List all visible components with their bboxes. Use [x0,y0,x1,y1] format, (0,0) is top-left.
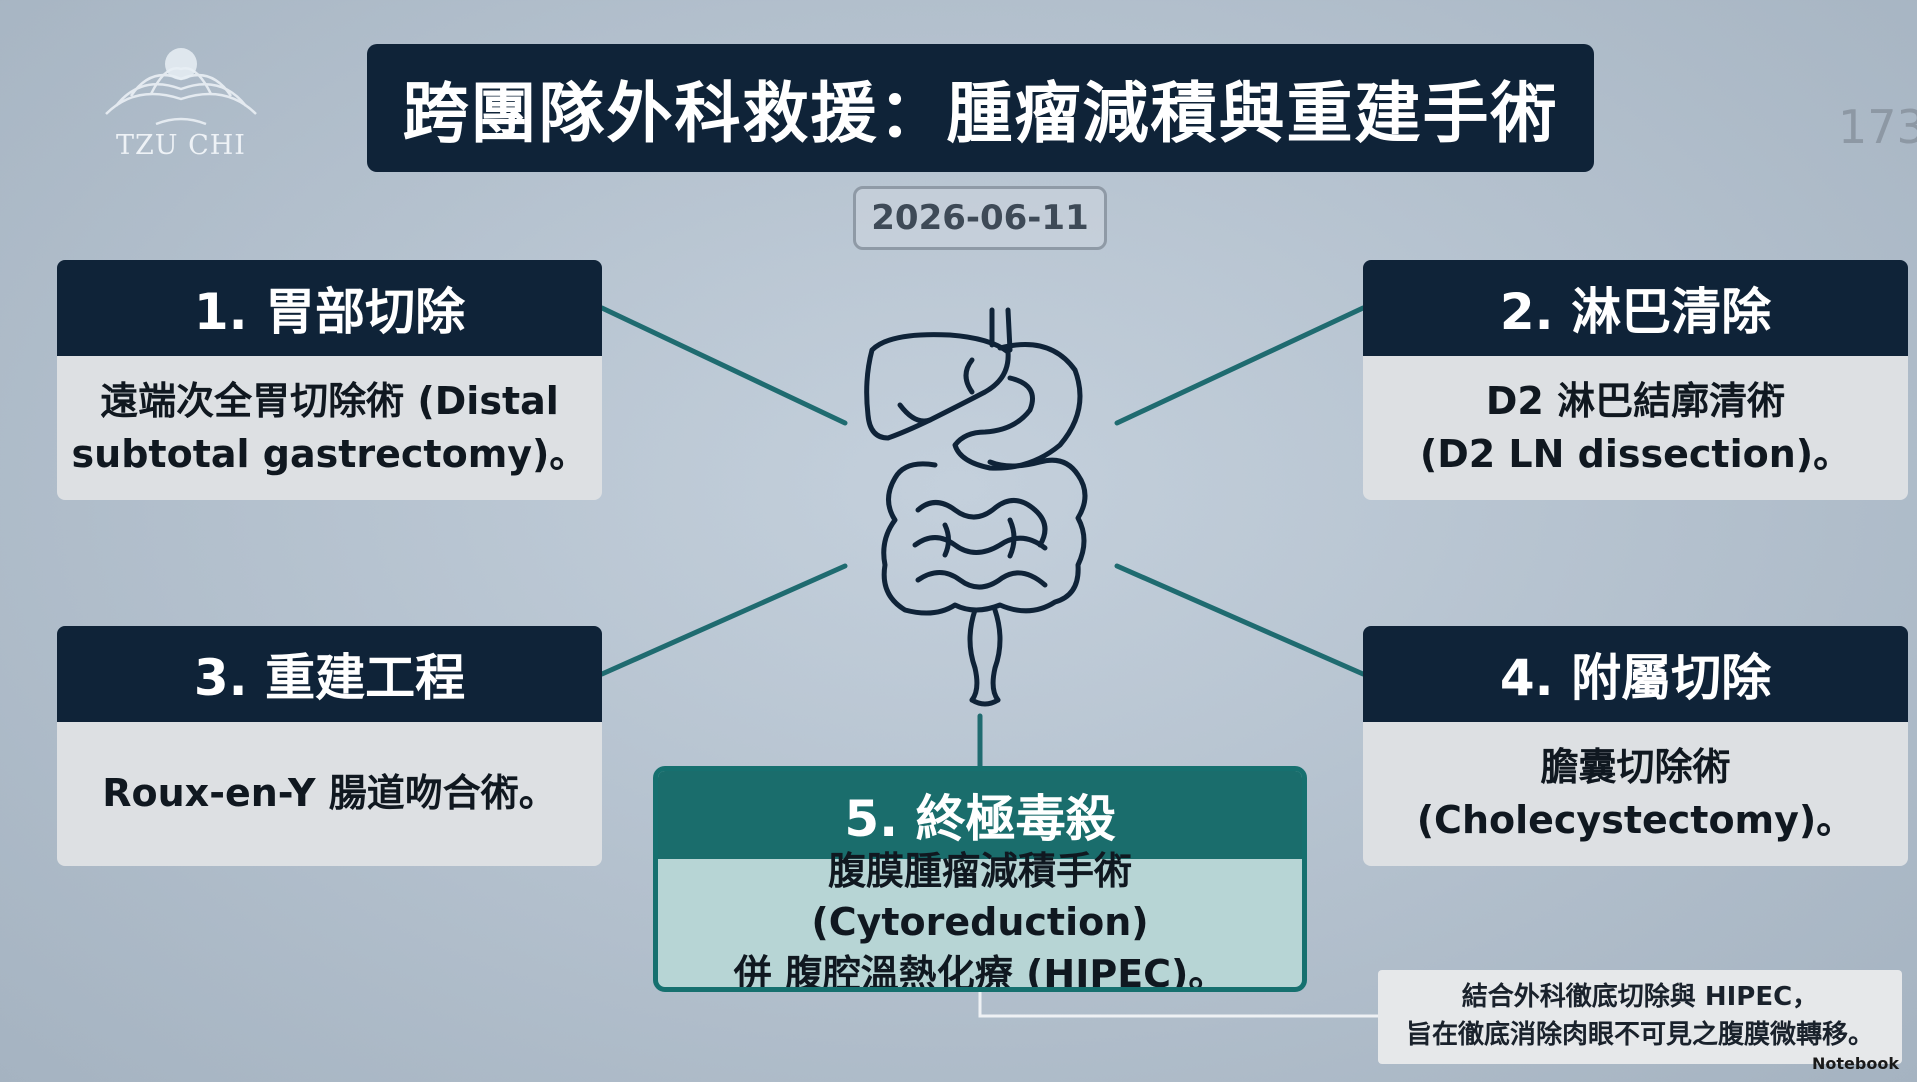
step-card-2: 2. 淋巴清除 D2 淋巴結廓清術 (D2 LN dissection)。 [1363,260,1908,500]
summary-note-line-2: 旨在徹底消除肉眼不可見之腹膜微轉移。 [1405,1020,1874,1050]
step-card-3-body: Roux-en-Y 腸道吻合術。 [57,722,602,866]
step-card-2-line-1: D2 淋巴結廓清術 [1485,378,1786,423]
step-card-4-line-1: 膽囊切除術 [1540,744,1731,789]
step-card-1-heading: 1. 胃部切除 [57,260,602,356]
lotus-seal-icon [105,48,257,126]
step-card-3: 3. 重建工程 Roux-en-Y 腸道吻合術。 [57,626,602,866]
step-card-2-heading: 2. 淋巴清除 [1363,260,1908,356]
connector-1 [599,305,848,426]
tzu-chi-logo: TZU CHI [96,44,266,164]
connector-lines [599,305,1366,769]
step-card-5-line-1: 腹膜腫瘤減積手術 (Cytoreduction) [811,849,1149,945]
step-card-5-line-2: 併 腹腔溫熱化療 (HIPEC)。 [733,951,1227,992]
step-card-4-heading: 4. 附屬切除 [1363,626,1908,722]
step-card-5: 5. 終極毒殺 腹膜腫瘤減積手術 (Cytoreduction) 併 腹腔溫熱化… [653,766,1307,992]
connector-3 [599,563,848,677]
connector-2 [1114,305,1366,426]
step-card-2-line-2: (D2 LN dissection)。 [1419,432,1852,476]
step-card-1-line-2: subtotal gastrectomy)。 [71,432,588,476]
title-bar: 跨團隊外科救援：腫瘤減積與重建手術 [367,44,1594,172]
step-card-4-body: 膽囊切除術 (Cholecystectomy)。 [1363,722,1908,866]
step-card-2-body: D2 淋巴結廓清術 (D2 LN dissection)。 [1363,356,1908,500]
step-card-1-body: 遠端次全胃切除術 (Distal subtotal gastrectomy)。 [57,356,602,500]
digestive-system-icon [864,307,1088,707]
summary-note: 結合外科徹底切除與 HIPEC， 旨在徹底消除肉眼不可見之腹膜微轉移。 [1378,970,1902,1064]
page-number: 173 [1838,100,1917,154]
step-card-4: 4. 附屬切除 膽囊切除術 (Cholecystectomy)。 [1363,626,1908,866]
step-card-3-heading: 3. 重建工程 [57,626,602,722]
step-card-5-body: 腹膜腫瘤減積手術 (Cytoreduction) 併 腹腔溫熱化療 (HIPEC… [658,849,1302,987]
page-title: 跨團隊外科救援：腫瘤減積與重建手術 [402,75,1559,152]
step-card-5-heading: 5. 終極毒殺 [658,771,1302,859]
date-badge: 2026-06-11 [853,186,1107,250]
logo-text: TZU CHI [116,130,246,161]
note-connector [978,992,1378,1018]
step-card-1-line-1: 遠端次全胃切除術 (Distal [100,378,559,423]
step-card-3-line-1: Roux-en-Y 腸道吻合術。 [102,771,557,816]
notebook-watermark: Notebook [1812,1054,1899,1073]
step-card-4-line-2: (Cholecystectomy)。 [1416,798,1855,842]
connector-4 [1114,563,1366,677]
summary-note-line-1: 結合外科徹底切除與 HIPEC， [1461,982,1819,1013]
step-card-1: 1. 胃部切除 遠端次全胃切除術 (Distal subtotal gastre… [57,260,602,500]
